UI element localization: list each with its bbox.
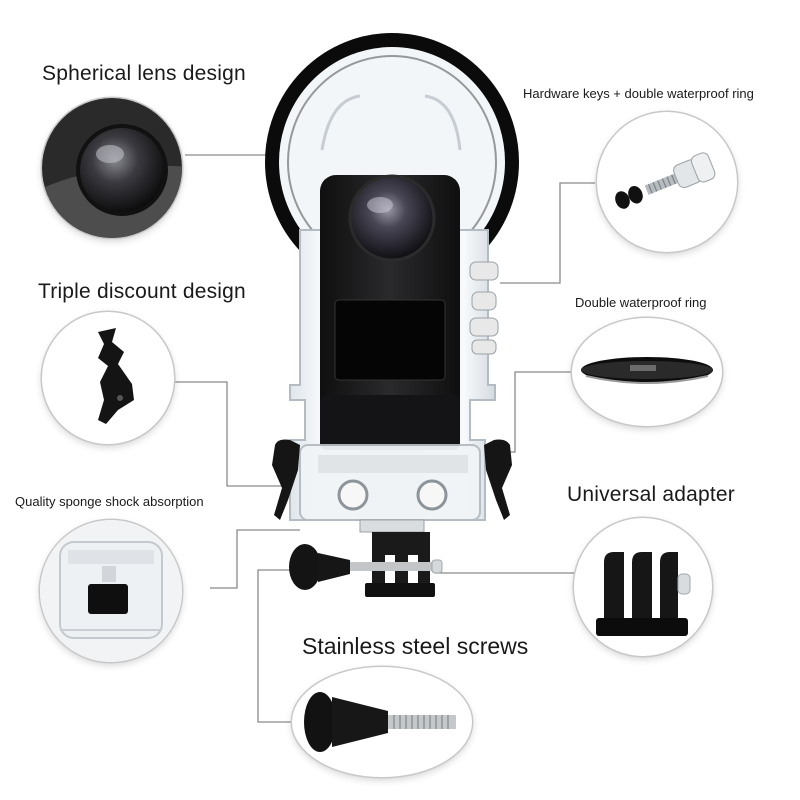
line-hardware-keys: [500, 182, 595, 284]
label-spherical-lens: Spherical lens design: [42, 62, 246, 85]
label-screws: Stainless steel screws: [302, 633, 529, 659]
detail-spherical-lens: [42, 98, 182, 238]
detail-sponge: [40, 520, 182, 662]
detail-double-ring: [572, 318, 722, 426]
label-adapter: Universal adapter: [567, 483, 735, 506]
label-hardware-keys: Hardware keys + double waterproof ring: [523, 86, 754, 101]
label-triple-discount: Triple discount design: [38, 280, 246, 303]
line-screws: [257, 569, 300, 723]
label-sponge: Quality sponge shock absorption: [15, 494, 204, 509]
line-sponge: [210, 529, 300, 589]
label-double-ring: Double waterproof ring: [575, 295, 707, 310]
detail-triple-discount: [42, 312, 174, 444]
line-triple-discount: [175, 381, 290, 487]
detail-hardware-keys: [597, 112, 737, 252]
detail-universal-adapter: [574, 518, 712, 656]
detail-steel-screws: [292, 667, 472, 777]
